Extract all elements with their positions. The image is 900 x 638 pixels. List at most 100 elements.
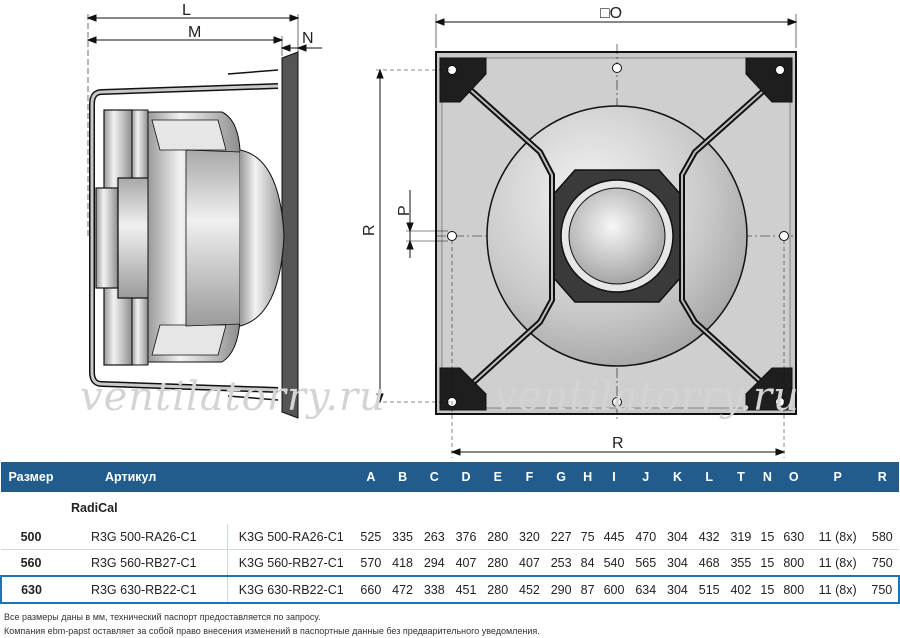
cell-value: 227 (545, 524, 578, 550)
cell-value: 470 (629, 524, 662, 550)
cell-value: 15 (756, 524, 778, 550)
cell-value: 565 (629, 549, 662, 577)
cell-value: 11 (8x) (809, 549, 866, 577)
cell-article-r3g: R3G 630-RB22-C1 (61, 575, 227, 604)
cell-value: 750 (865, 549, 899, 577)
cell-value: 418 (386, 549, 419, 577)
cell-value: 570 (355, 549, 387, 577)
dim-label-R-bottom: R (612, 435, 624, 452)
cell-value: 11 (8x) (809, 575, 866, 604)
dim-label-N: N (302, 30, 314, 47)
cell-value: 253 (545, 549, 578, 577)
header-R: R (877, 470, 887, 484)
header-K: K (672, 470, 682, 484)
header-F: F (525, 470, 534, 484)
cell-value: 294 (418, 549, 451, 577)
cell-value: 515 (693, 575, 726, 604)
cell-value: 280 (481, 575, 514, 604)
cell-value: 525 (355, 524, 387, 550)
cell-value: 660 (355, 575, 387, 604)
dim-label-R-side: R (361, 224, 378, 236)
cell-article-k3g: K3G 500-RA26-C1 (226, 524, 355, 550)
header-P: P (833, 470, 842, 484)
cell-size: 630 (0, 575, 61, 604)
cell-value: 304 (661, 549, 694, 577)
spec-table: Размер Артикул A B C D E F G H I J K L T… (0, 462, 900, 604)
cell-size: 500 (1, 524, 61, 550)
cell-value: 280 (481, 549, 514, 577)
cell-value: 304 (661, 524, 694, 550)
cell-article-r3g: R3G 560-RB27-C1 (61, 549, 227, 577)
header-H: H (583, 470, 593, 484)
cell-value: 290 (545, 575, 578, 604)
cell-value: 580 (865, 524, 899, 550)
header-size: Размер (8, 470, 54, 484)
cell-value: 451 (450, 575, 482, 604)
header-N: N (762, 470, 772, 484)
cell-value: 445 (598, 524, 630, 550)
cell-value: 338 (418, 575, 451, 604)
cell-value: 15 (756, 575, 778, 604)
header-G: G (556, 470, 567, 484)
header-T: T (737, 470, 745, 484)
cell-value: 402 (725, 575, 757, 604)
footer-note-2: Компания ebm-papst оставляет за собой пр… (4, 626, 540, 636)
cell-value: 750 (865, 575, 900, 604)
header-B: B (398, 470, 408, 484)
cell-value: 280 (481, 524, 514, 550)
cell-value: 319 (725, 524, 757, 550)
footer-notes: Все размеры даны в мм, технический паспо… (4, 610, 540, 638)
cell-value: 600 (598, 575, 630, 604)
cell-value: 407 (513, 549, 546, 577)
cell-value: 630 (777, 524, 810, 550)
cell-value: 452 (513, 575, 546, 604)
header-J: J (642, 470, 650, 484)
cell-value: 87 (577, 575, 599, 604)
cell-article-k3g: K3G 560-RB27-C1 (226, 549, 355, 577)
header-article-2 (227, 462, 355, 492)
dim-label-L: L (182, 2, 191, 19)
cell-value: 335 (386, 524, 419, 550)
cell-article-r3g: R3G 500-RA26-C1 (61, 524, 227, 550)
technical-drawing: L M N □O P R R (86, 2, 798, 458)
cell-value: 304 (661, 575, 694, 604)
cell-value: 472 (386, 575, 419, 604)
front-view (376, 14, 798, 458)
cell-size: 560 (1, 549, 61, 577)
cell-value: 15 (756, 549, 778, 577)
cell-value: 634 (629, 575, 662, 604)
cell-value: 432 (693, 524, 726, 550)
header-A: A (366, 470, 376, 484)
cell-value: 355 (725, 549, 757, 577)
group-label: RadiCal (71, 501, 118, 515)
cell-value: 11 (8x) (809, 524, 866, 550)
cell-value: 468 (693, 549, 726, 577)
dim-label-M: M (188, 24, 201, 41)
cell-value: 407 (450, 549, 482, 577)
header-I: I (612, 470, 616, 484)
cell-article-k3g: K3G 630-RB22-C1 (226, 575, 355, 604)
cell-value: 320 (513, 524, 546, 550)
cell-value: 84 (577, 549, 599, 577)
header-O: O (788, 470, 799, 484)
dim-label-O: □O (600, 5, 622, 22)
cell-value: 800 (777, 575, 810, 604)
header-L: L (705, 470, 713, 484)
header-E: E (493, 470, 502, 484)
cell-value: 800 (777, 549, 810, 577)
footer-note-1: Все размеры даны в мм, технический паспо… (4, 612, 321, 622)
header-D: D (461, 470, 471, 484)
cell-value: 75 (577, 524, 599, 550)
side-view (86, 14, 322, 419)
cell-value: 376 (450, 524, 482, 550)
cell-value: 263 (418, 524, 451, 550)
table-header-row: Размер Артикул A B C D E F G H I J K L T… (1, 462, 899, 492)
dim-label-P: P (396, 205, 413, 216)
header-C: C (429, 470, 439, 484)
watermark-right: ventilatorry.ru (494, 374, 800, 420)
cell-value: 540 (598, 549, 630, 577)
header-article: Артикул (105, 470, 157, 484)
